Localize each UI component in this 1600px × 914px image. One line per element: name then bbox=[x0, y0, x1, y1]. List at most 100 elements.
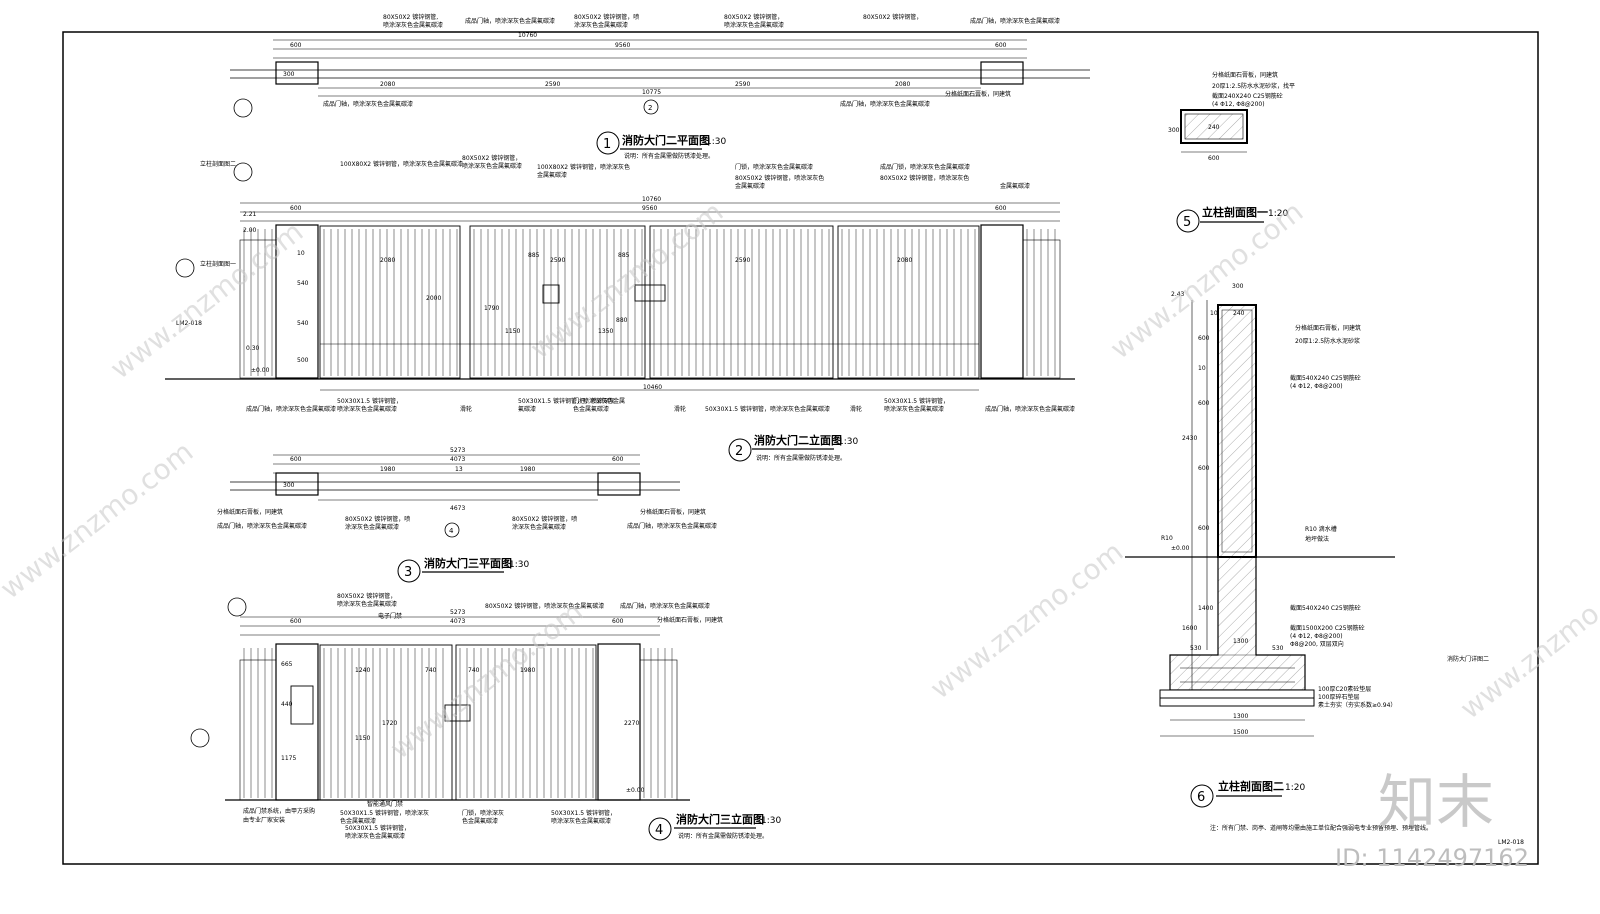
svg-text:1980: 1980 bbox=[520, 667, 535, 674]
svg-text:1150: 1150 bbox=[355, 735, 370, 742]
svg-text:9560: 9560 bbox=[615, 42, 630, 49]
elevation-view-2: 600 10760 9560 600 2080 2590 2590 2080 2… bbox=[165, 154, 1075, 413]
svg-text:10: 10 bbox=[1210, 310, 1218, 317]
svg-text:消防大门二立面图: 消防大门二立面图 bbox=[754, 433, 842, 447]
svg-text:门锁，喷涂深灰: 门锁，喷涂深灰 bbox=[462, 809, 504, 817]
svg-text:20厚1:2.5防水水泥砂浆: 20厚1:2.5防水水泥砂浆 bbox=[1295, 337, 1360, 345]
svg-text:成品门轴，喷涂深灰色金属氟碳漆: 成品门轴，喷涂深灰色金属氟碳漆 bbox=[246, 405, 336, 413]
svg-text:2080: 2080 bbox=[897, 257, 912, 264]
svg-text:600: 600 bbox=[290, 618, 302, 625]
svg-text:80X50X2 镀锌钢管，: 80X50X2 镀锌钢管， bbox=[337, 592, 396, 600]
svg-text:740: 740 bbox=[468, 667, 480, 674]
svg-text:80X50X2 镀锌钢管，喷: 80X50X2 镀锌钢管，喷 bbox=[574, 13, 639, 21]
elevation-view-4: 5273 600 4073 600 1240 740 740 1980 665 … bbox=[190, 592, 723, 840]
svg-text:600: 600 bbox=[1198, 335, 1210, 342]
svg-text:截面540X240 C25钢筋砼: 截面540X240 C25钢筋砼 bbox=[1290, 374, 1361, 382]
svg-text:分格纸面石膏板，同建筑: 分格纸面石膏板，同建筑 bbox=[945, 90, 1011, 98]
svg-text:分格纸面石膏板，同建筑: 分格纸面石膏板，同建筑 bbox=[1212, 71, 1278, 79]
svg-text:2.00: 2.00 bbox=[243, 227, 257, 234]
svg-text:540: 540 bbox=[297, 320, 309, 327]
svg-text:分格纸面石膏板，同建筑: 分格纸面石膏板，同建筑 bbox=[640, 508, 706, 516]
view-title-5: 5 立柱剖面图一 1:20 bbox=[1176, 205, 1288, 233]
svg-text:4673: 4673 bbox=[450, 505, 465, 512]
svg-text:1300: 1300 bbox=[1233, 638, 1248, 645]
svg-text:1:20: 1:20 bbox=[1268, 209, 1288, 219]
svg-text:消防大门二平面图: 消防大门二平面图 bbox=[622, 133, 710, 147]
svg-text:10760: 10760 bbox=[642, 196, 661, 203]
svg-text:2590: 2590 bbox=[545, 81, 560, 88]
svg-text:喷涂深灰色金属氟碳漆: 喷涂深灰色金属氟碳漆 bbox=[337, 600, 397, 608]
svg-text:成品门锁，喷涂深灰色金属氟碳漆: 成品门锁，喷涂深灰色金属氟碳漆 bbox=[880, 163, 970, 171]
svg-text:1240: 1240 bbox=[355, 667, 370, 674]
svg-text:1:20: 1:20 bbox=[1285, 783, 1305, 793]
svg-text:1500: 1500 bbox=[1233, 729, 1248, 736]
svg-text:喷涂深灰色金属氟碳漆: 喷涂深灰色金属氟碳漆 bbox=[345, 832, 405, 840]
view-title-1: 1 消防大门二平面图 1:30 说明：所有金属需做防锈漆处理。 bbox=[596, 131, 726, 160]
svg-text:2590: 2590 bbox=[550, 257, 565, 264]
svg-text:300: 300 bbox=[283, 482, 295, 489]
svg-text:1980: 1980 bbox=[520, 466, 535, 473]
svg-text:2000: 2000 bbox=[426, 295, 441, 302]
svg-text:2.21: 2.21 bbox=[243, 211, 257, 218]
svg-text:1720: 1720 bbox=[382, 720, 397, 727]
svg-text:600: 600 bbox=[612, 618, 624, 625]
svg-text:门把，喷涂深灰: 门把，喷涂深灰 bbox=[573, 397, 615, 405]
svg-text:色金属氟碳漆: 色金属氟碳漆 bbox=[340, 817, 376, 825]
svg-text:由专业厂家安装: 由专业厂家安装 bbox=[243, 816, 285, 824]
svg-text:成品门轴，喷涂深灰色金属氟碳漆: 成品门轴，喷涂深灰色金属氟碳漆 bbox=[627, 522, 717, 530]
svg-text:素土夯实（夯实系数≥0.94）: 素土夯实（夯实系数≥0.94） bbox=[1318, 701, 1396, 709]
svg-text:消防大门三立面图: 消防大门三立面图 bbox=[676, 812, 764, 826]
svg-text:50X30X1.5 镀锌钢管，喷涂深灰: 50X30X1.5 镀锌钢管，喷涂深灰 bbox=[340, 809, 429, 817]
svg-text:涂深灰色金属氟碳漆: 涂深灰色金属氟碳漆 bbox=[512, 523, 566, 531]
svg-text:600: 600 bbox=[1198, 465, 1210, 472]
svg-text:(4 Φ12, Φ8@200): (4 Φ12, Φ8@200) bbox=[1212, 101, 1265, 108]
sheet-number: LM2-018 bbox=[1498, 839, 1524, 846]
svg-text:涂深灰色金属氟碳漆: 涂深灰色金属氟碳漆 bbox=[345, 523, 399, 531]
svg-text:500: 500 bbox=[297, 357, 309, 364]
svg-text:50X30X1.5 镀锌钢管，喷涂深灰色金属: 50X30X1.5 镀锌钢管，喷涂深灰色金属 bbox=[518, 397, 625, 405]
svg-text:740: 740 bbox=[425, 667, 437, 674]
svg-text:R10: R10 bbox=[1161, 535, 1173, 542]
svg-text:±0.00: ±0.00 bbox=[1171, 545, 1190, 552]
svg-text:1:30: 1:30 bbox=[761, 816, 781, 826]
svg-text:成品门轴，喷涂深灰色金属氟碳漆: 成品门轴，喷涂深灰色金属氟碳漆 bbox=[465, 17, 555, 25]
svg-text:分格纸面石膏板，同建筑: 分格纸面石膏板，同建筑 bbox=[657, 616, 723, 624]
svg-text:1790: 1790 bbox=[484, 305, 499, 312]
svg-text:喷涂深灰色金属氟碳漆: 喷涂深灰色金属氟碳漆 bbox=[462, 162, 522, 170]
svg-text:色金属氟碳漆: 色金属氟碳漆 bbox=[462, 817, 498, 825]
svg-text:5273: 5273 bbox=[450, 609, 465, 616]
svg-text:成品门轴，喷涂深灰色金属氟碳漆: 成品门轴，喷涂深灰色金属氟碳漆 bbox=[323, 100, 413, 108]
svg-text:10: 10 bbox=[297, 250, 305, 257]
svg-text:(4 Φ12, Φ8@200): (4 Φ12, Φ8@200) bbox=[1290, 383, 1343, 390]
svg-text:1175: 1175 bbox=[281, 755, 296, 762]
svg-text:50X30X1.5 镀锌钢管，: 50X30X1.5 镀锌钢管， bbox=[345, 824, 410, 832]
svg-text:说明：所有金属需做防锈漆处理。: 说明：所有金属需做防锈漆处理。 bbox=[756, 454, 846, 462]
svg-text:240: 240 bbox=[1208, 124, 1220, 131]
svg-text:R10 滴水槽: R10 滴水槽 bbox=[1305, 525, 1337, 533]
svg-text:240: 240 bbox=[1233, 310, 1245, 317]
svg-text:1: 1 bbox=[603, 137, 611, 152]
svg-text:1600: 1600 bbox=[1182, 625, 1197, 632]
svg-text:530: 530 bbox=[1272, 645, 1284, 652]
svg-text:滑轮: 滑轮 bbox=[850, 405, 862, 413]
svg-text:80X50X2 镀锌钢管，: 80X50X2 镀锌钢管， bbox=[462, 154, 521, 162]
svg-text:4073: 4073 bbox=[450, 618, 465, 625]
view-title-6: 6 立柱剖面图二 1:20 bbox=[1190, 779, 1305, 808]
plan-view-3: 5273 600 4073 600 1980 1980 13 300 4673 … bbox=[217, 447, 717, 538]
svg-text:1:30: 1:30 bbox=[706, 137, 726, 147]
svg-text:0.30: 0.30 bbox=[246, 345, 260, 352]
svg-text:885: 885 bbox=[618, 252, 630, 259]
svg-text:100X80X2 镀锌钢管，喷涂深灰色: 100X80X2 镀锌钢管，喷涂深灰色 bbox=[537, 163, 630, 171]
svg-text:100厚C20素砼垫层: 100厚C20素砼垫层 bbox=[1318, 685, 1371, 693]
svg-text:立柱剖面图二: 立柱剖面图二 bbox=[200, 160, 236, 168]
svg-text:4: 4 bbox=[655, 823, 663, 838]
svg-text:600: 600 bbox=[995, 205, 1007, 212]
svg-text:300: 300 bbox=[283, 71, 295, 78]
svg-text:1:30: 1:30 bbox=[838, 437, 858, 447]
svg-text:80X50X2 镀锌钢管，喷涂深灰色: 80X50X2 镀锌钢管，喷涂深灰色 bbox=[735, 174, 824, 182]
svg-text:880: 880 bbox=[616, 317, 628, 324]
svg-text:10775: 10775 bbox=[642, 89, 661, 96]
plan-view-1: 10760 600 9560 600 2080 2590 2590 2080 1… bbox=[230, 13, 1090, 118]
svg-text:截面540X240 C25钢筋砼: 截面540X240 C25钢筋砼 bbox=[1290, 604, 1361, 612]
